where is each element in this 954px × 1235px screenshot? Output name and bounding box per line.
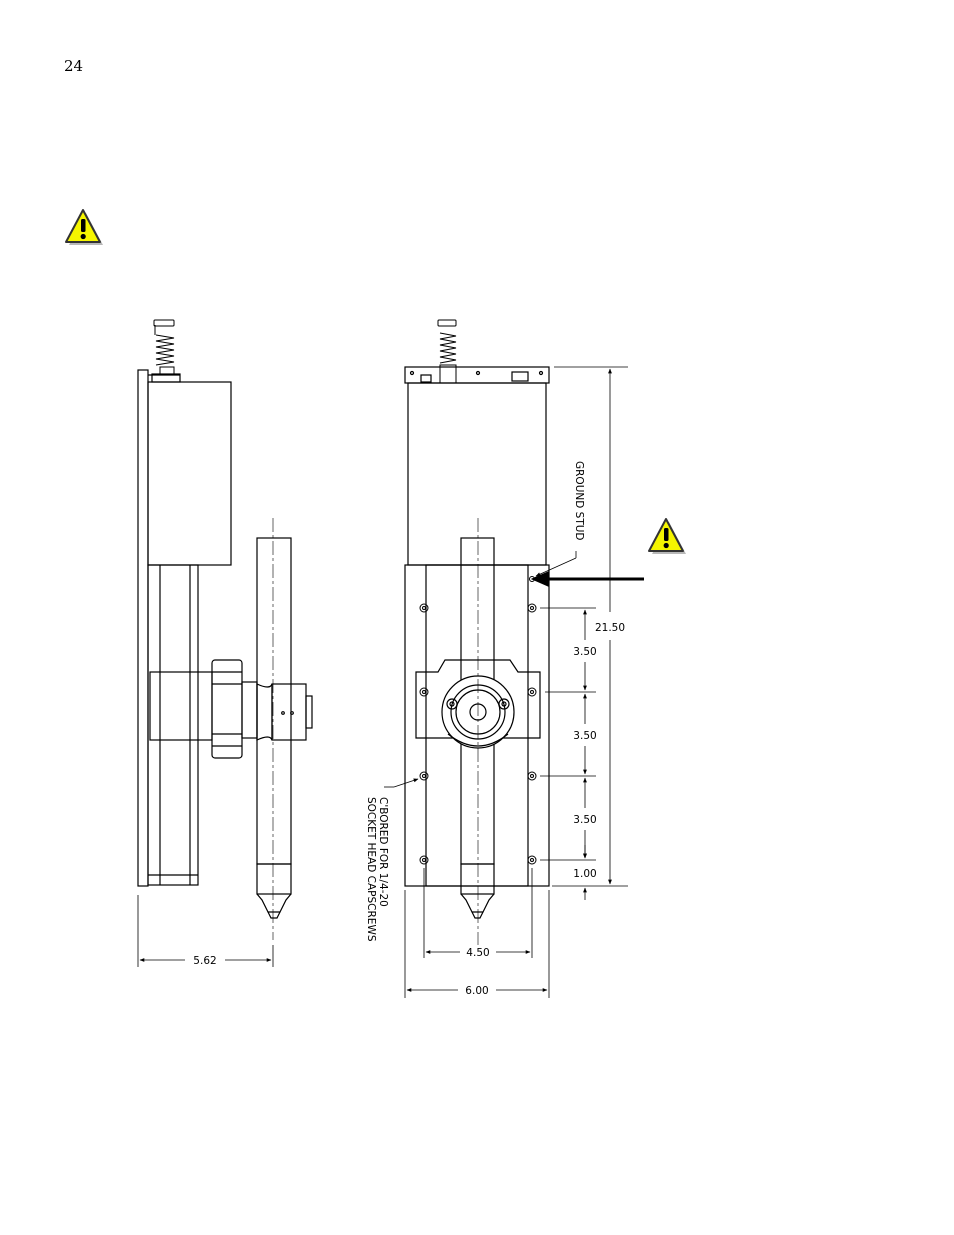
dim-overall-height: 21.50 <box>595 622 625 634</box>
side-clamp-knob <box>211 659 243 759</box>
cbored-note-line2: SOCKET HEAD CAPSCREWS <box>365 797 377 942</box>
vertical-dimensions <box>540 366 628 900</box>
page-number: 24 <box>64 57 84 75</box>
side-rail <box>147 564 199 886</box>
dim-spacing-1: 3.50 <box>573 646 596 658</box>
dim-spacing-2: 3.50 <box>573 730 596 742</box>
ground-stud-label: GROUND STUD <box>573 461 585 541</box>
horizontal-dimensions <box>404 868 550 998</box>
side-housing <box>147 381 232 566</box>
dim-spacing-3: 3.50 <box>573 814 596 826</box>
side-carriage <box>149 671 213 741</box>
dim-side-depth: 5.62 <box>193 955 216 967</box>
dim-bottom-offset: 1.00 <box>573 868 596 880</box>
side-view <box>137 319 313 967</box>
cbored-note-line1: C'BORED FOR 1/4-20 <box>377 797 389 907</box>
front-view <box>404 319 550 945</box>
cable-coil <box>153 319 175 376</box>
front-cable-coil <box>437 319 457 384</box>
warning-triangle-icon <box>65 209 103 245</box>
side-torch-barrel <box>256 537 292 865</box>
side-back-plate <box>137 369 149 887</box>
warning-triangle-icon <box>648 518 686 554</box>
dim-overall-width: 6.00 <box>465 985 488 997</box>
mounting-holes <box>419 603 537 865</box>
dim-hole-width: 4.50 <box>466 947 489 959</box>
front-rail <box>425 564 529 887</box>
